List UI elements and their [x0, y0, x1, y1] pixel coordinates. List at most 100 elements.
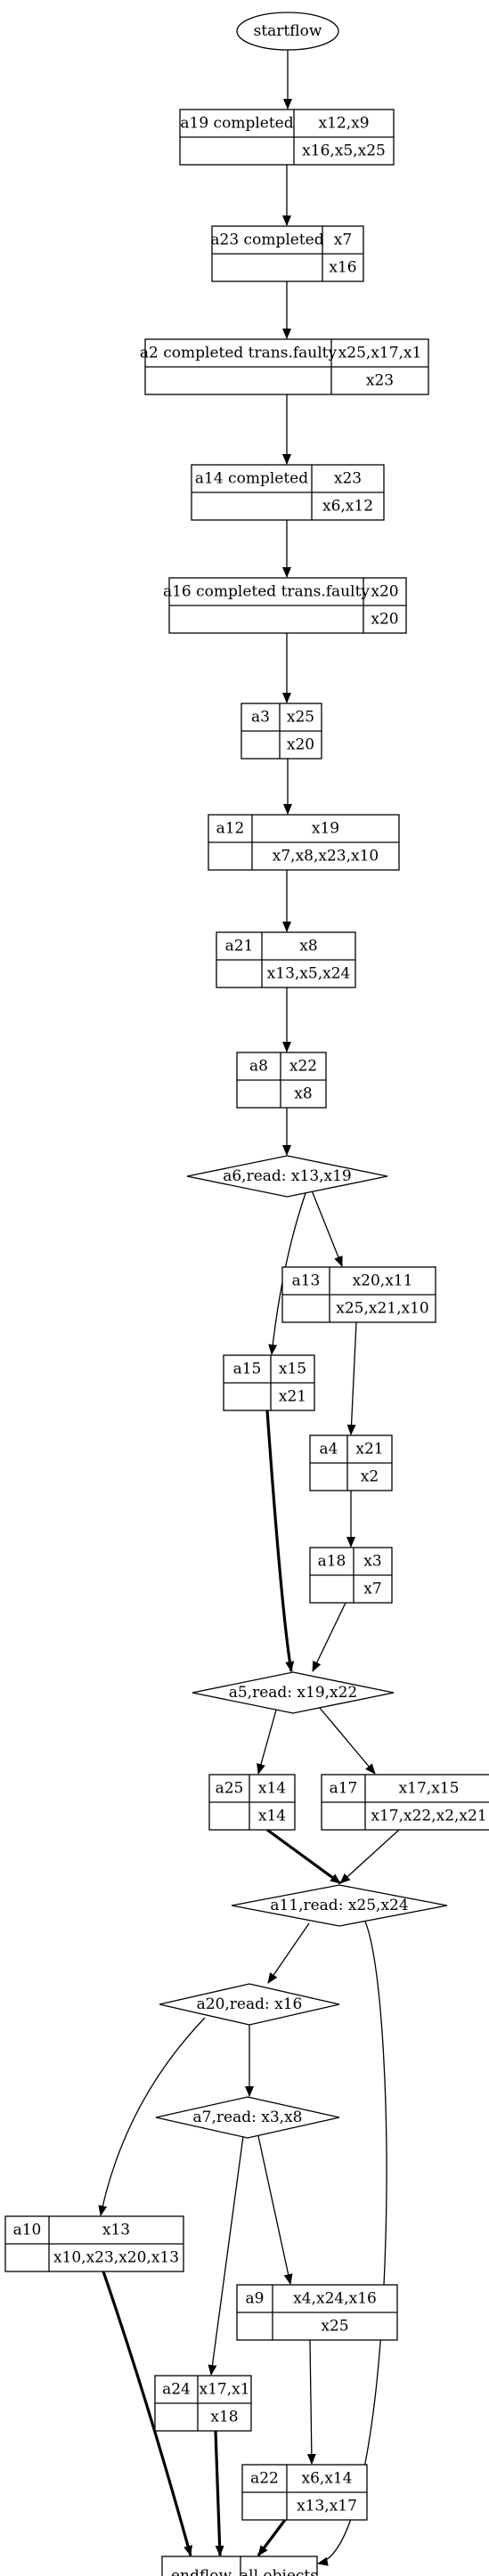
node-a13: a13 x20,x11 x25,x21,x10 [281, 1266, 436, 1323]
record-label: a22 [250, 2470, 279, 2488]
edge-a22-endflow [257, 2519, 287, 2556]
record-top-value: x15 [279, 1361, 306, 1378]
node-endflow: endflow all objects [161, 2556, 318, 2576]
record-top-value: x23 [334, 470, 362, 488]
record-label: a18 [318, 1553, 346, 1571]
record-bottom-value: x10,x23,x20,x13 [53, 2249, 179, 2267]
edge-a10-endflow [102, 2271, 192, 2556]
start-label: startflow [254, 22, 322, 40]
decision-diamond [159, 1983, 340, 2026]
record-bottom-value: x16 [329, 259, 356, 277]
decision-label: a11,read: x25,x24 [270, 1897, 408, 1914]
record-top-value: x14 [258, 1780, 286, 1798]
node-a12: a12 x19 x7,x8,x23,x10 [208, 814, 400, 871]
record-label: a12 [216, 820, 245, 838]
record-top-value: x19 [312, 820, 339, 838]
record-bottom-value: x20 [371, 611, 398, 629]
end-box [161, 2556, 318, 2576]
decision-diamond [231, 1884, 448, 1927]
start-ellipse [236, 12, 339, 51]
edge-a9-a22 [306, 2339, 316, 2465]
record-bottom-value: x25,x21,x10 [336, 1300, 428, 1318]
record-bottom-value: x17,x22,x2,x21 [371, 1808, 486, 1825]
decision-diamond [192, 1671, 395, 1714]
record-top-value: x6,x14 [301, 2470, 352, 2488]
node-a19: a19 completed x12,x9 x16,x5,x25 [179, 109, 395, 166]
end-label: endflow [171, 2567, 232, 2576]
record-bottom-value: x13,x5,x24 [267, 965, 351, 983]
record-label: a8 [249, 1058, 268, 1076]
record-bottom-value: x14 [258, 1808, 286, 1825]
record-label: a15 [233, 1361, 262, 1378]
edge-a11-endflow [317, 1921, 387, 2566]
node-a24: a24 x17,x1 x18 [154, 2375, 252, 2432]
record-top-value: x25,x17,x1 [338, 345, 422, 362]
record-bottom-value: x21 [279, 1388, 306, 1406]
record-top-value: x13 [102, 2222, 130, 2239]
edge-layer [98, 50, 400, 2566]
record-label: a10 [13, 2222, 42, 2239]
edge-a20-a10 [98, 2017, 206, 2216]
decision-label: a6,read: x13,x19 [223, 1167, 352, 1185]
record-label: a23 completed [210, 232, 323, 249]
edge-a6-a13 [311, 1190, 343, 1267]
record-bottom-value: x18 [210, 2409, 238, 2426]
node-a20: a20,read: x16 [159, 1983, 340, 2026]
record-bottom-value: x7,x8,x23,x10 [273, 848, 379, 865]
edge-a5-a17 [318, 1706, 376, 1775]
record-top-value: x3 [363, 1553, 381, 1571]
edge-a15-a5 [265, 1410, 295, 1672]
edge-a17-a11 [339, 1829, 400, 1884]
record-top-value: x17,x1 [199, 2381, 249, 2399]
decision-label: a5,read: x19,x22 [229, 1684, 358, 1702]
edge-a25-a11 [266, 1828, 341, 1885]
end-right-label: all objects [240, 2567, 318, 2576]
edge-a7-a24 [208, 2135, 244, 2376]
record-top-value: x21 [355, 1441, 383, 1459]
record-label: a13 [292, 1272, 321, 1290]
record-label: a21 [225, 938, 254, 955]
record-label: a4 [320, 1441, 338, 1459]
record-bottom-value: x2 [361, 1468, 379, 1486]
record-top-value: x7 [334, 232, 352, 249]
record-label: a16 completed trans.faulty [163, 583, 370, 601]
node-a10: a10 x13 x10,x23,x20,x13 [4, 2215, 184, 2272]
record-top-value: x17,x15 [399, 1780, 460, 1798]
edge-a13-a4 [346, 1321, 357, 1435]
record-bottom-value: x23 [366, 372, 394, 390]
decision-diamond [186, 1155, 388, 1198]
decision-label: a20,read: x16 [197, 1995, 303, 2013]
edge-a18-a5 [312, 1602, 346, 1672]
node-a15: a15 x15 x21 [223, 1354, 315, 1411]
record-top-value: x12,x9 [318, 115, 369, 133]
record-label: a25 [216, 1780, 244, 1798]
edge-a11-a20 [267, 1922, 310, 1984]
node-a25: a25 x14 x14 [208, 1774, 296, 1831]
node-layer: startflow a19 completed x12,x9 x16,x5,x25 a2… [4, 12, 489, 2576]
node-a5: a5,read: x19,x22 [192, 1671, 395, 1714]
node-a18: a18 x3 x7 [309, 1547, 393, 1604]
record-top-value: x20,x11 [353, 1272, 413, 1290]
record-top-value: x22 [289, 1058, 317, 1076]
record-label: a14 completed [195, 470, 308, 488]
node-a7: a7,read: x3,x8 [155, 2096, 340, 2139]
record-top-value: x25 [287, 709, 314, 727]
edge-a5-a25 [257, 1706, 278, 1775]
record-label: a2 completed trans.faulty [140, 345, 338, 362]
record-bottom-value: x7 [363, 1581, 381, 1598]
edge-a24-endflow [214, 2430, 224, 2556]
record-label: a24 [162, 2381, 191, 2399]
record-bottom-value: x16,x5,x25 [302, 142, 386, 160]
record-label: a19 completed [180, 115, 293, 133]
decision-diamond [155, 2096, 340, 2139]
node-a6: a6,read: x13,x19 [186, 1155, 388, 1198]
